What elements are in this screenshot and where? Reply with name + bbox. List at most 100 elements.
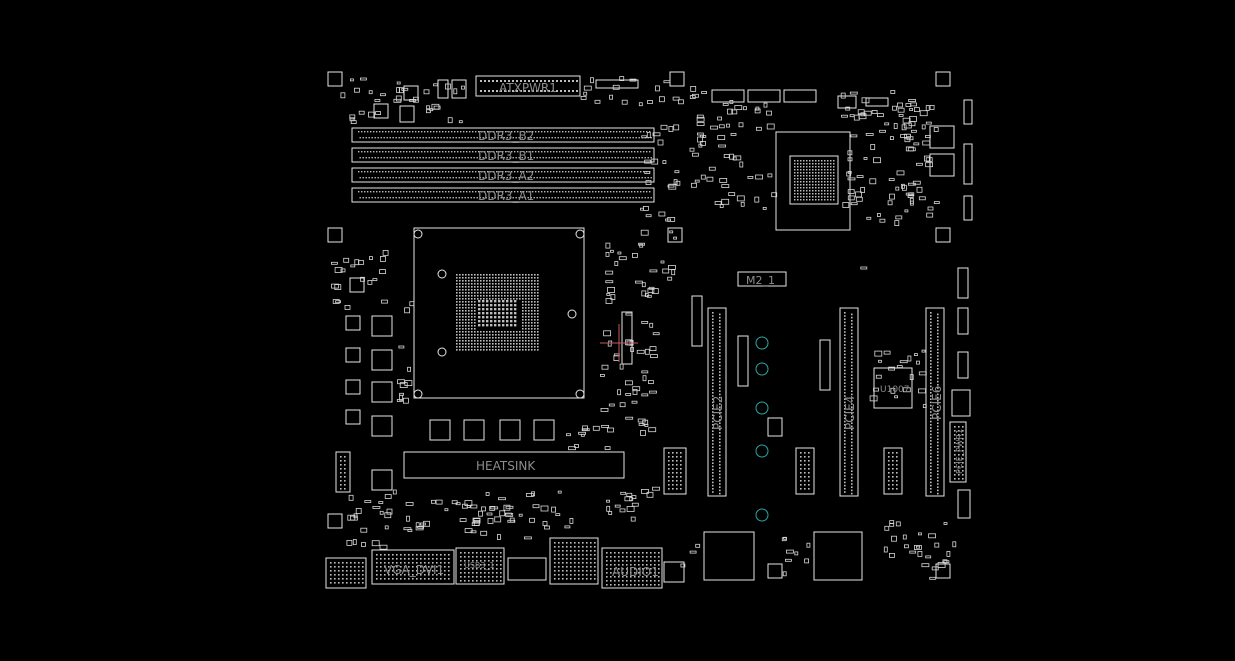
chipset-ball: [827, 169, 829, 171]
header-pin: [574, 562, 576, 564]
smd-part: [644, 348, 650, 355]
socket-land-core: [498, 320, 501, 323]
header-pin: [594, 562, 596, 564]
dimm-pin: [526, 171, 528, 173]
dimm-pin: [358, 191, 360, 193]
socket-land: [468, 307, 470, 309]
header-pin: [384, 562, 386, 564]
pcie-pin: [844, 427, 846, 429]
socket-land: [501, 340, 503, 342]
socket-land: [504, 331, 506, 333]
dimm-pin: [529, 171, 531, 173]
pcie-pin: [930, 420, 932, 423]
socket-land: [528, 277, 530, 279]
chip-top-right: [837, 95, 857, 109]
header-pin: [492, 572, 494, 574]
pcie-pin: [937, 348, 939, 351]
socket-land: [474, 295, 476, 297]
socket-land-core: [478, 320, 481, 323]
pcie-pin: [844, 459, 846, 461]
header-pin: [432, 566, 434, 568]
header-pin: [558, 562, 560, 564]
atx-pin: [568, 90, 570, 92]
header-pin: [800, 468, 802, 470]
dimm-pin: [395, 137, 397, 139]
header-pin: [340, 476, 342, 478]
smd-part: [786, 549, 794, 554]
dimm-pin: [467, 177, 469, 179]
smd-part: [594, 99, 601, 104]
dimm-pin: [523, 171, 525, 173]
header-pin: [610, 560, 612, 562]
dimm-pin: [431, 197, 433, 199]
socket-land: [525, 316, 527, 318]
dimm-pin: [554, 157, 556, 159]
smd-part: [783, 536, 787, 540]
atx-pin: [536, 90, 538, 92]
dimm-pin: [496, 191, 498, 193]
dimm-pin: [586, 131, 588, 133]
dimm-pin: [427, 171, 429, 173]
header-pin: [626, 576, 628, 578]
chipset-ball: [830, 199, 832, 201]
pcie-pin: [937, 435, 939, 437]
header-pin: [436, 562, 438, 564]
dimm-pin: [608, 137, 610, 139]
dimm-pin: [394, 191, 396, 193]
smd-part: [398, 345, 405, 349]
header-pin: [570, 574, 572, 576]
chipset-ball: [818, 193, 820, 195]
header-pin: [500, 552, 502, 554]
socket-land: [471, 292, 473, 294]
header-pin: [954, 474, 956, 476]
socket-land: [489, 349, 491, 351]
header-pin: [420, 578, 422, 580]
dimm-pin: [485, 137, 487, 139]
header-pin: [610, 584, 612, 586]
socket-land: [459, 334, 461, 336]
header-pin: [594, 542, 596, 544]
header-pin: [570, 546, 572, 548]
dimm-pin: [449, 137, 451, 139]
socket-land: [534, 337, 536, 339]
dimm-pin: [437, 137, 439, 139]
dimm-pin: [569, 177, 571, 179]
chipset-ball: [794, 181, 796, 183]
header-pin: [650, 552, 652, 554]
dimm-pin: [517, 191, 519, 193]
pcie-pin: [719, 371, 721, 373]
header-pin: [562, 562, 564, 564]
dimm-pin: [407, 157, 409, 159]
pcie-pin: [937, 323, 939, 325]
socket-land: [516, 349, 518, 351]
pcie-pin: [844, 433, 846, 436]
smd-part: [689, 147, 695, 152]
socket-land: [471, 277, 473, 279]
pcie-pin: [719, 387, 721, 389]
smd-part: [883, 546, 888, 553]
dimm-pin: [628, 151, 630, 153]
header-pin: [622, 568, 624, 570]
smd-part: [847, 150, 853, 156]
header-pin: [428, 574, 430, 576]
header-pin: [650, 556, 652, 558]
dimm-pin: [523, 131, 525, 133]
header-pin: [892, 472, 894, 474]
smd-part: [892, 105, 897, 111]
dimm-pin: [470, 177, 472, 179]
header-pin: [380, 566, 382, 568]
socket-land-core: [510, 324, 513, 327]
pcie-pin: [937, 339, 939, 341]
pcie-pin: [844, 475, 846, 477]
dimm-pin: [497, 137, 499, 139]
atx-pin: [520, 80, 522, 82]
dimm-pin: [374, 137, 376, 139]
dimm-pin: [527, 197, 529, 199]
socket-land: [498, 331, 500, 333]
header-pin: [962, 430, 964, 432]
dimm-pin: [367, 191, 369, 193]
smd-part: [605, 251, 610, 257]
dimm-pin: [578, 177, 580, 179]
dimm-pin: [470, 157, 472, 159]
header-pin: [408, 574, 410, 576]
